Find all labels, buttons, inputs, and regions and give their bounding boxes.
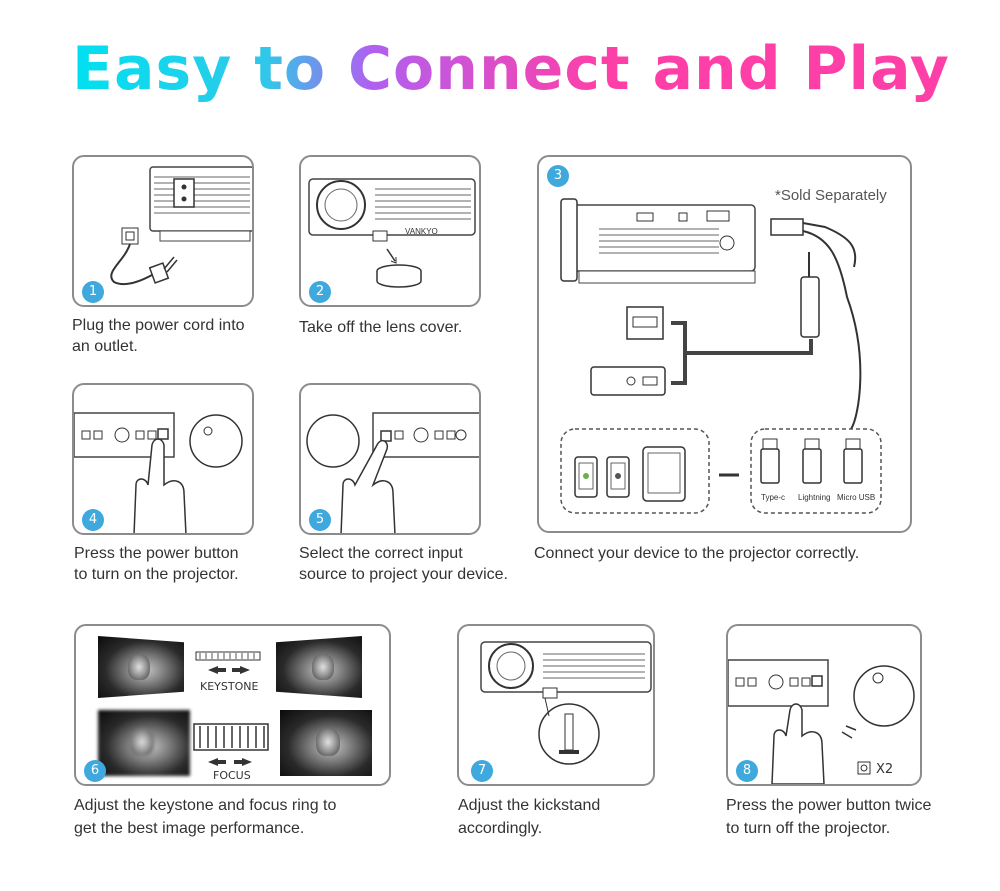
step-4-panel: 4 — [72, 383, 254, 535]
step-4-caption-line2: to turn on the projector. — [74, 566, 239, 583]
step-5-caption-line2: source to project your device. — [299, 566, 508, 583]
step-7-panel: 7 — [457, 624, 655, 786]
step-3-badge: 3 — [547, 165, 569, 187]
statue-face — [312, 654, 334, 680]
step-8-caption-line2: to turn off the projector. — [726, 820, 891, 837]
input-source-illustration — [306, 412, 479, 533]
power-on-illustration — [74, 412, 243, 533]
sold-separately-note: *Sold Separately — [775, 187, 887, 204]
connector-type-c: Type-c — [761, 493, 786, 502]
step-8-caption-line1: Press the power button twice — [726, 797, 932, 814]
step-6-panel: KEYSTONE FOCUS 6 — [74, 624, 391, 786]
step-2-panel: VANKYO 2 — [299, 155, 481, 307]
focus-label: FOCUS — [213, 769, 251, 782]
step-7-badge: 7 — [471, 760, 493, 782]
lens-cover-illustration — [308, 178, 476, 288]
statue-face — [130, 728, 154, 756]
step-1-caption-line1: Plug the power cord into — [72, 317, 245, 334]
connector-lightning: Lightning — [798, 493, 831, 502]
step-2-badge: 2 — [309, 281, 331, 303]
step-8-badge: 8 — [736, 760, 758, 782]
step-5-panel: 5 — [299, 383, 481, 535]
step-1-panel: 1 — [72, 155, 254, 307]
step-2-caption-line1: Take off the lens cover. — [299, 319, 463, 336]
step-4-badge: 4 — [82, 509, 104, 531]
step-4-caption-line1: Press the power button — [74, 545, 239, 562]
power-off-illustration — [728, 659, 915, 784]
statue-face — [316, 728, 340, 756]
kickstand-illustration — [480, 641, 652, 765]
power-cord-illustration — [110, 166, 252, 285]
step-1-badge: 1 — [82, 281, 104, 303]
step-5-caption-line1: Select the correct input — [299, 545, 463, 562]
connector-micro-usb: Micro USB — [837, 493, 876, 502]
step-7-caption-line2: accordingly. — [458, 820, 543, 837]
step-7-caption-line1: Adjust the kickstand — [458, 797, 601, 814]
step-6-caption-line1: Adjust the keystone and focus ring to — [74, 797, 337, 814]
step-3-panel: 3 *Sold Separately Type-c Lightning Micr… — [537, 155, 912, 533]
step-3-caption-line1: Connect your device to the projector cor… — [534, 545, 860, 562]
step-1-caption-line2: an outlet. — [72, 338, 138, 355]
statue-face — [128, 654, 150, 680]
keystone-label: KEYSTONE — [200, 680, 259, 693]
step-8-panel: X2 8 — [726, 624, 922, 786]
brand-label: VANKYO — [405, 227, 438, 236]
step-5-badge: 5 — [309, 509, 331, 531]
step-6-caption-line2: get the best image performance. — [74, 820, 305, 837]
times-two-label: X2 — [876, 762, 894, 777]
page-title: Easy to Connect and Play — [72, 34, 950, 104]
step-6-badge: 6 — [84, 760, 106, 782]
device-connection-illustration — [560, 198, 882, 514]
keystone-focus-controls — [193, 651, 269, 766]
